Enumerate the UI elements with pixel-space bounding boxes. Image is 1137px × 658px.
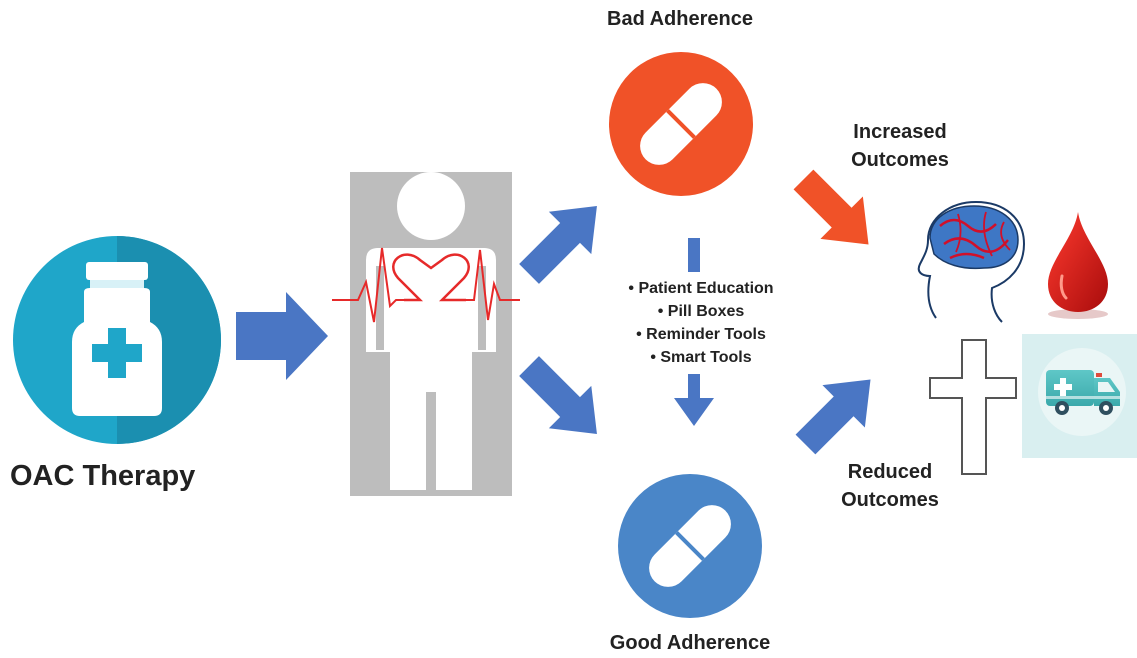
- patient-heartbeat-icon: [332, 172, 520, 496]
- blood-drop-icon: [1048, 212, 1108, 319]
- intervention-item: Patient Education: [596, 277, 806, 300]
- arrow-to-patient: [236, 292, 328, 380]
- increased-outcomes-line1: Increased: [853, 121, 947, 143]
- intervention-item: Smart Tools: [596, 346, 806, 369]
- brain-stroke-icon: [917, 200, 1026, 323]
- increased-outcomes-line2: Outcomes: [851, 149, 949, 171]
- intervention-item: Reminder Tools: [596, 323, 806, 346]
- oac-therapy-label: OAC Therapy: [10, 460, 196, 492]
- increased-outcomes-label: Increased Outcomes: [820, 118, 980, 174]
- arrow-reduced-outcomes: [795, 379, 871, 455]
- intervention-list: Patient Education Pill Boxes Reminder To…: [596, 277, 806, 369]
- bad-adherence-label: Bad Adherence: [607, 8, 753, 30]
- connector-bar: [688, 238, 700, 272]
- intervention-item: Pill Boxes: [596, 300, 806, 323]
- bad-pill-icon: [609, 52, 753, 196]
- arrow-increased-outcomes: [793, 169, 869, 245]
- reduced-outcomes-line2: Outcomes: [841, 489, 939, 511]
- good-pill-icon: [618, 474, 762, 618]
- cross-death-icon: [929, 339, 1017, 475]
- medicine-bottle-icon: [13, 236, 221, 444]
- arrow-to-good: [519, 356, 597, 434]
- arrow-down-to-good: [674, 374, 714, 426]
- reduced-outcomes-label: Reduced Outcomes: [800, 458, 980, 514]
- good-adherence-label: Good Adherence: [609, 632, 771, 654]
- ambulance-icon: [1022, 334, 1137, 458]
- arrow-to-bad: [519, 206, 597, 284]
- reduced-outcomes-line1: Reduced: [847, 461, 933, 483]
